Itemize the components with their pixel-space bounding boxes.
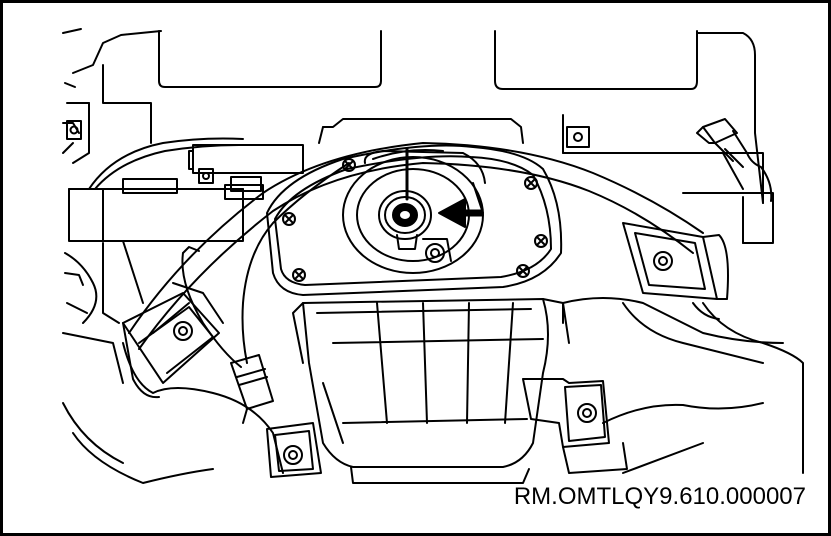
left-bracket — [122, 282, 224, 399]
crossmember — [68, 144, 774, 244]
connector-top-right — [696, 118, 773, 202]
tab-lower-right — [522, 378, 628, 474]
lower-column-cover — [292, 298, 570, 484]
right-panel-lines — [562, 297, 784, 474]
wire-connector-left — [181, 162, 350, 424]
column-shroud — [62, 118, 804, 484]
wire-harness-left — [62, 137, 244, 384]
steering-column-illustration — [62, 28, 804, 484]
reference-code: RM.OMTLQY9.610.000007 — [513, 483, 806, 510]
mounting-plate — [266, 144, 563, 296]
right-bracket — [622, 222, 729, 320]
upper-dashboard — [62, 28, 764, 204]
direction-arrow — [438, 198, 483, 228]
tab-lower-left — [266, 422, 322, 478]
